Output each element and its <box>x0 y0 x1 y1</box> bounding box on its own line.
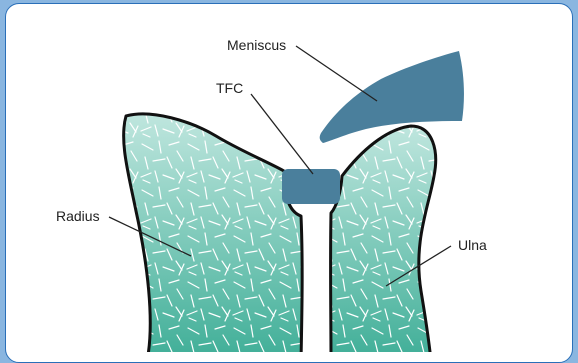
ulna-bone <box>331 126 436 352</box>
radius-label: Radius <box>56 208 100 224</box>
tfc-shape <box>282 169 340 204</box>
meniscus-label: Meniscus <box>227 37 286 53</box>
tfc-label: TFC <box>216 80 243 96</box>
meniscus-shape <box>320 51 464 143</box>
wrist-anatomy-diagram: Meniscus TFC Radius Ulna <box>5 3 573 352</box>
meniscus-leader-line <box>296 46 377 101</box>
diagram-panel: Meniscus TFC Radius Ulna <box>5 3 573 363</box>
radius-bone <box>124 114 303 352</box>
ulna-label: Ulna <box>458 237 487 253</box>
